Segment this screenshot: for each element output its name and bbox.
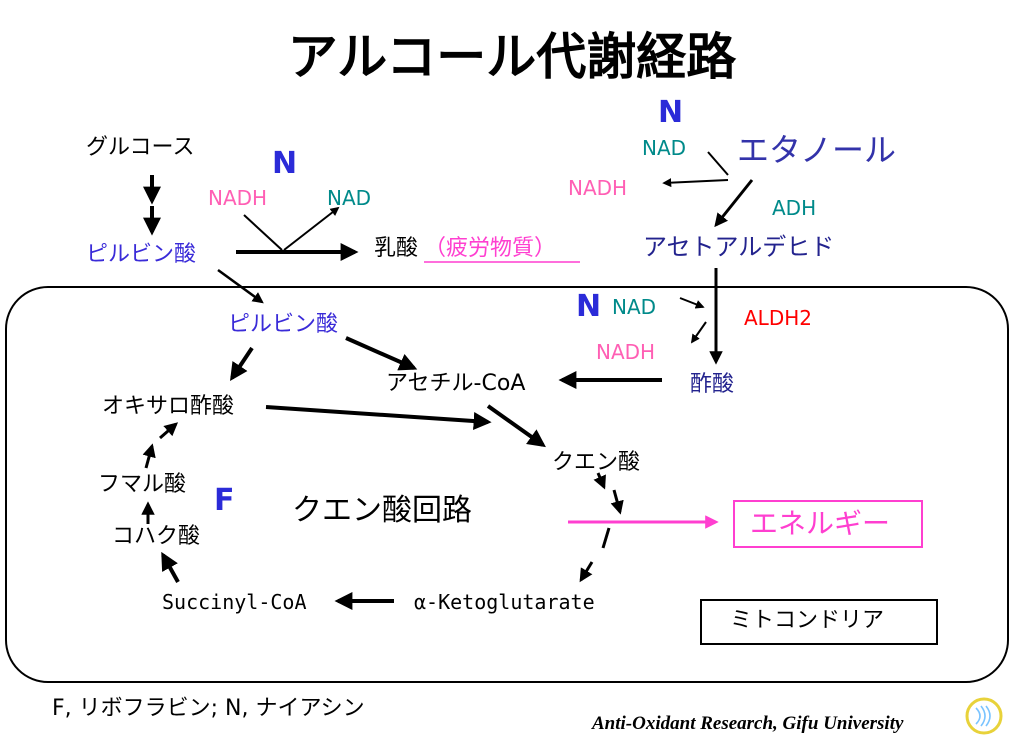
label-nad-mid: NAD xyxy=(612,295,657,319)
arrow-succinylcoa-succinate xyxy=(161,551,180,583)
arrow-fumarate-oxaloacetate-2 xyxy=(159,422,179,440)
arrow-nadh-mid xyxy=(690,321,707,344)
label-nadh-mid: NADH xyxy=(596,340,656,364)
label-nad-top: NAD xyxy=(642,136,687,160)
arrow-pyruvate-oxaloacetate xyxy=(230,346,254,381)
arrow-ethanol-acetaldehyde xyxy=(714,179,754,228)
label-lactate: 乳酸 xyxy=(374,236,419,261)
label-alpha-ketoglutarate: α-Ketoglutarate xyxy=(414,590,595,614)
label-n-left: N xyxy=(272,146,298,181)
label-citrate: クエン酸 xyxy=(552,450,641,475)
label-fatigue: （疲労物質） xyxy=(424,236,557,261)
label-ethanol: エタノール xyxy=(737,131,897,169)
label-succinate: コハク酸 xyxy=(112,524,201,549)
arrow-nadh-top xyxy=(662,178,729,188)
label-nadh-left: NADH xyxy=(208,186,268,210)
arrow-oxaloacetate-citrate xyxy=(265,405,492,431)
arrow-nad-mid xyxy=(679,297,705,309)
arrow-citrate-2 xyxy=(610,489,624,515)
label-pyruvate-cytosol: ピルビン酸 xyxy=(86,242,197,267)
label-fumarate: フマル酸 xyxy=(98,472,187,497)
university-logo xyxy=(965,697,1003,735)
label-pyruvate-mito: ピルビン酸 xyxy=(228,312,339,337)
label-n-top: N xyxy=(658,95,684,130)
arrow-acetylcoa-citrate xyxy=(486,404,546,448)
energy-box xyxy=(733,500,923,548)
credit: Anti-Oxidant Research, Gifu University xyxy=(592,713,904,734)
label-mitochondria: ミトコンドリア xyxy=(730,608,885,633)
arrow-citrate-1 xyxy=(593,472,606,490)
label-glucose: グルコース xyxy=(86,135,195,160)
mitochondrion-outline xyxy=(5,286,1009,683)
label-acetic-acid: 酢酸 xyxy=(690,372,735,397)
label-acetyl-coa: アセチル-CoA xyxy=(386,371,526,396)
arrow-nad-top xyxy=(707,151,729,176)
label-aldh2: ALDH2 xyxy=(744,306,812,330)
arrow-fumarate-oxaloacetate-1 xyxy=(142,443,156,469)
arrow-nadh-left xyxy=(243,214,283,251)
label-acetaldehyde: アセトアルデヒド xyxy=(643,233,835,261)
footnote: F, リボフラビン; N, ナイアシン xyxy=(52,696,365,721)
label-succinyl-coa: Succinyl-CoA xyxy=(162,590,307,614)
page-title: アルコール代謝経路 xyxy=(287,28,737,86)
arrow-pyruvate-mito xyxy=(217,268,264,304)
label-adh: ADH xyxy=(772,196,817,220)
label-f: F xyxy=(214,483,235,518)
arrow-pyruvate-acetylcoa xyxy=(345,336,418,371)
label-energy: エネルギー xyxy=(750,507,891,540)
mitochondria-label-box xyxy=(700,599,938,645)
label-n-mid: N xyxy=(576,289,602,324)
label-nad-left: NAD xyxy=(327,186,372,210)
label-nadh-top: NADH xyxy=(568,176,628,200)
arrow-citrate-3 xyxy=(601,527,611,549)
arrow-citrate-4 xyxy=(579,561,594,583)
label-cycle: クエン酸回路 xyxy=(292,493,472,528)
arrow-nad-left xyxy=(283,206,340,251)
label-oxaloacetate: オキサロ酢酸 xyxy=(102,394,235,419)
